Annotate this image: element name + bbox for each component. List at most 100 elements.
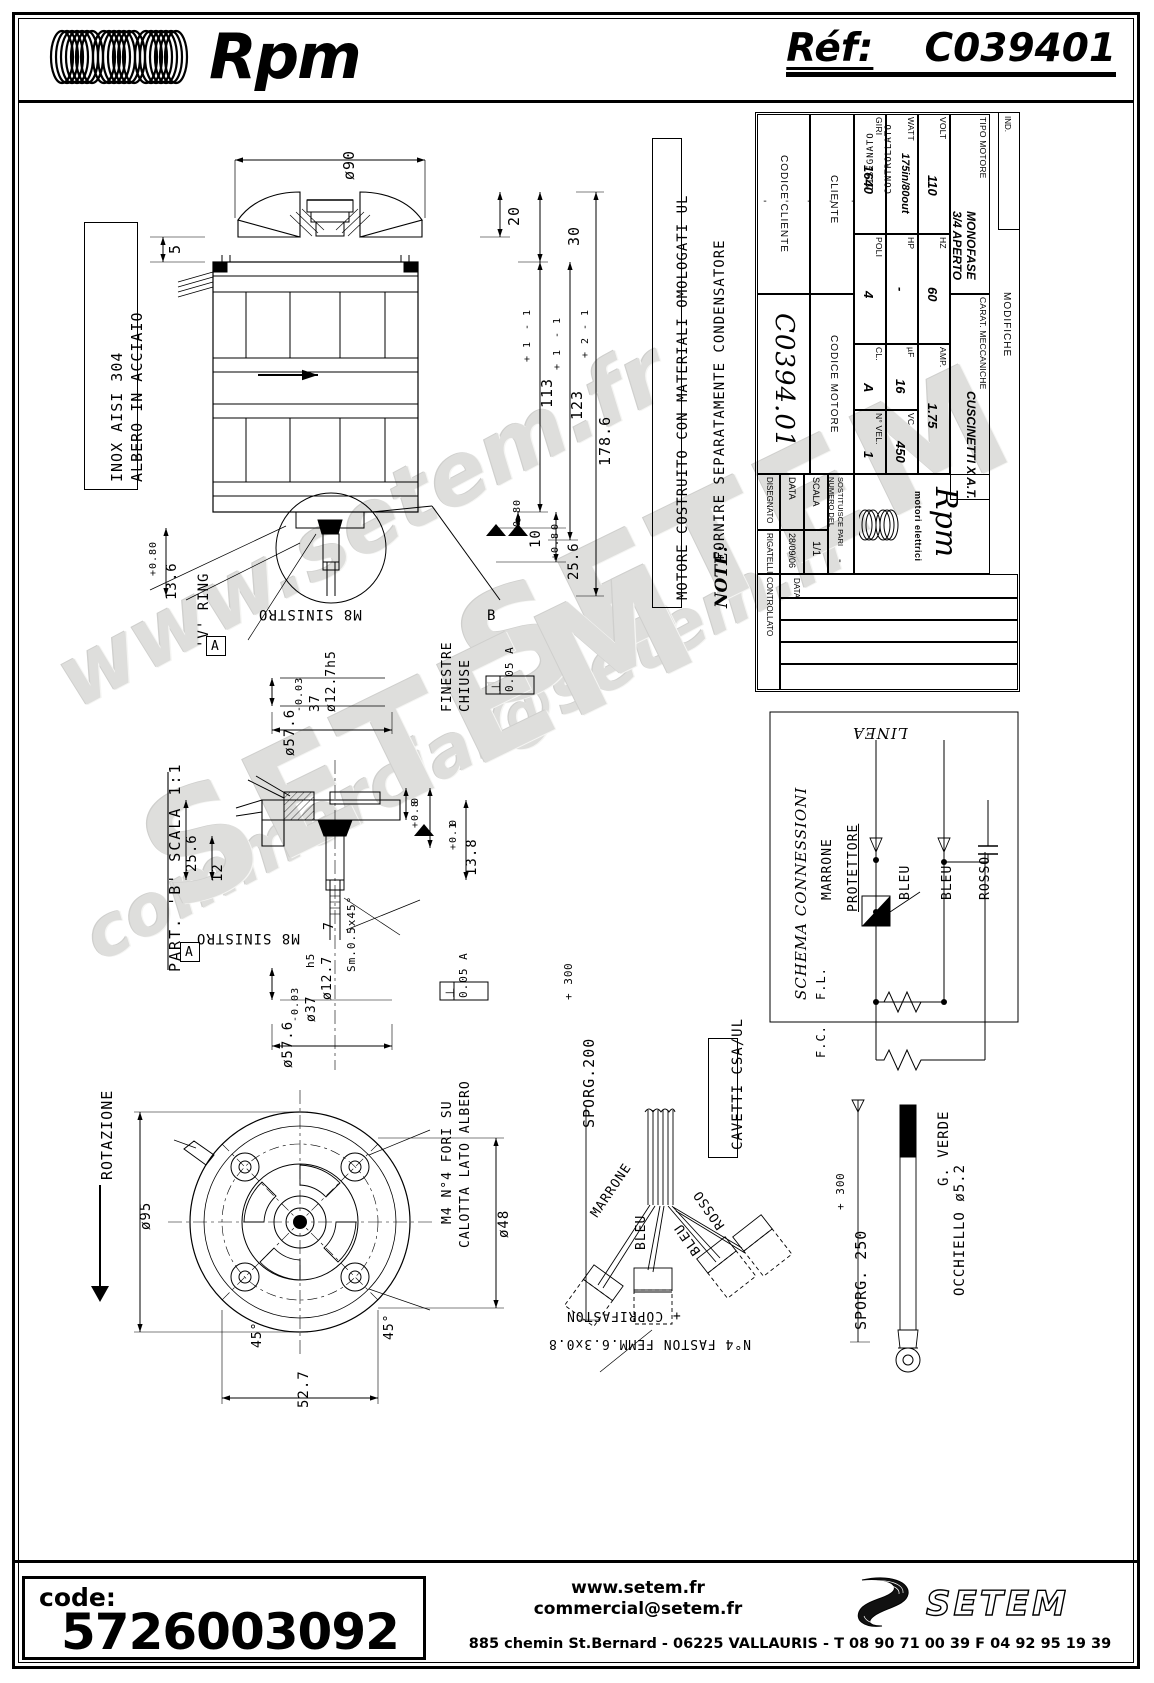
dim-37-tol: -0.03 xyxy=(294,676,305,712)
tb-logo-sub: motori elettrici xyxy=(913,491,923,562)
tb-scala-label: SCALA xyxy=(811,477,821,507)
tb-tipo-motore-value: MONOFASE 3/4 APERTO xyxy=(950,211,978,281)
part-b-dim-h5: h5 xyxy=(304,952,317,968)
dim-25-6: 25.6 xyxy=(566,542,582,580)
schema-marrone: MARRONE xyxy=(820,838,835,900)
tb-uf-label: µF xyxy=(906,347,916,358)
note-text: FORNIRE SEPARATAMENTE CONDENSATORE xyxy=(712,239,728,560)
part-b-dim-25-6: 25.6 xyxy=(184,834,200,872)
title-block: IND. MODIFICHE TIPO MOTORE MONOFASE 3/4 … xyxy=(755,112,1020,692)
cavetti-label: CAVETTI CSA/UL xyxy=(730,1017,746,1150)
tb-controllato-label: CONTROLLATO xyxy=(765,577,774,637)
tb-volt-label: VOLT xyxy=(938,117,948,140)
footer-divider xyxy=(12,1560,1140,1563)
rpm-logo-text: Rpm xyxy=(209,20,362,93)
dim-48: ø48 xyxy=(496,1209,512,1238)
holes-note-line-2: CALOTTA LATO ALBERO xyxy=(458,1080,473,1248)
schema-bleu-1: BLEU xyxy=(898,864,913,900)
drawing-frame-outer xyxy=(12,12,1140,1669)
dim-113: 113 xyxy=(538,377,556,408)
part-b-tol-top-lower: 0 xyxy=(410,796,421,804)
dim-13-6-tol-lower: 0 xyxy=(148,540,159,548)
dim-57-6: ø57.6 xyxy=(282,708,298,756)
tb-nvel-label: N° VEL. xyxy=(874,413,884,445)
dim-13-6: 13.6 xyxy=(164,562,180,600)
perpendicularity-symbol-main: ⊥ xyxy=(489,681,503,692)
setem-address: 885 chemin St.Bernard - 06225 VALLAURIS … xyxy=(468,1636,1112,1652)
header-divider xyxy=(18,100,1134,103)
reference-block: Réf: C039401 xyxy=(786,26,1116,77)
schema-bleu-2: BLEU xyxy=(940,864,955,900)
schema-protettore: PROTETTORE xyxy=(846,823,861,912)
schema-title: SCHEMA CONNESSIONI xyxy=(792,786,810,1000)
angle-45-b: 45° xyxy=(382,1313,397,1340)
sporg-250: SPORG. 250 xyxy=(852,1229,870,1330)
setem-swoosh-icon xyxy=(857,1577,909,1627)
part-b-tol-top-upper: +0.8 xyxy=(410,799,421,828)
dim-10-tol-upper: +0.8 xyxy=(512,505,523,534)
gdt-callout-main: 0.05 A xyxy=(503,646,516,692)
setem-contact: www.setem.fr commercial@setem.fr xyxy=(448,1578,828,1621)
dim-113-tol-upper: + 1 xyxy=(522,340,533,362)
tb-modifiche-label: MODIFICHE xyxy=(1001,292,1012,358)
tb-poli-value: 4 xyxy=(861,291,876,299)
rev-dash-4: - xyxy=(828,196,836,207)
part-b-dim-13-8: 13.8 xyxy=(464,838,480,876)
rev-dash-1: - xyxy=(762,196,770,207)
part-b-tol-13-8-upper: +0.1 xyxy=(448,821,459,850)
code-box: code: 5726003092 xyxy=(22,1576,426,1661)
setem-website[interactable]: www.setem.fr xyxy=(571,1578,705,1598)
datum-a-box-main xyxy=(206,636,226,656)
part-b-chamfer: Sm.0.5x45° xyxy=(345,895,358,972)
rev-dash-2: - xyxy=(784,196,792,207)
tb-cl-value: A xyxy=(861,383,876,393)
occhiello-label: OCCHIELLO ø5.2 xyxy=(952,1163,968,1296)
rev-dash-5: - xyxy=(850,196,858,207)
tb-codice-motore-value: C0394.01 xyxy=(769,313,799,449)
rotazione-label: ROTAZIONE xyxy=(98,1089,116,1180)
coil-stack-icon xyxy=(49,29,189,85)
dim-12-7h5: ø12.7h5 xyxy=(324,650,339,712)
shaft-note-line-1: ALBERO IN ACCIAIO xyxy=(128,311,146,482)
dim-178-6-tol-lower: - 1 xyxy=(580,308,591,330)
ground-wire-label: G. VERDE xyxy=(936,1110,952,1186)
dim-178-6: 178.6 xyxy=(596,415,614,466)
part-b-title: PART. 'B' SCALA 1:1 xyxy=(166,762,184,972)
sporg-250-tol-upper: + 30 xyxy=(834,1179,847,1211)
tb-controllato-col: CONTROLLATO xyxy=(884,123,894,194)
holes-note-line-1: M4 N°4 FORI SU xyxy=(440,1100,455,1224)
part-b-dim-37: ø37 xyxy=(304,995,319,1022)
part-b-dim-7: 7 xyxy=(322,921,337,930)
dim-123-tol-upper: + 1 xyxy=(552,348,563,370)
dim-123: 123 xyxy=(568,389,586,420)
dim-37: 37 xyxy=(308,694,323,712)
tb-uf-value: 16 xyxy=(893,379,908,394)
dim-20: 20 xyxy=(505,205,523,226)
setem-email[interactable]: commercial@setem.fr xyxy=(533,1599,743,1620)
faston-note: N°4 FASTON FEMM.6.3x0.8 xyxy=(548,1336,752,1351)
dim-10-tol-lower: 0 xyxy=(512,498,523,506)
tb-sostituisce-value: - xyxy=(834,559,846,563)
schema-fl: F.L. xyxy=(814,967,828,1000)
tb-hz-label: HZ xyxy=(938,237,948,249)
ref-label: Réf: xyxy=(786,26,874,71)
dim-13-6-tol-upper: +0.8 xyxy=(148,547,159,576)
part-b-dim-57-6: ø57.6 xyxy=(280,1020,296,1068)
rev-dash-3: - xyxy=(806,196,814,207)
tb-disegnato-label: DISEGNATO xyxy=(765,477,774,524)
dim-25-6-tol-upper: +0.8 xyxy=(550,531,561,560)
part-b-dim-12: 12 xyxy=(210,863,226,882)
tb-scala-value: 1/1 xyxy=(810,541,822,557)
ref-value: C039401 xyxy=(924,26,1116,71)
tb-cl-label: CL. xyxy=(874,347,884,361)
code-value: 5726003092 xyxy=(61,1603,400,1661)
tb-disegnato-value: RIGATELLI xyxy=(765,533,774,574)
dim-123-tol-lower: - 1 xyxy=(552,316,563,338)
tb-poli-label: POLI xyxy=(874,237,884,258)
ref-underline xyxy=(786,72,1116,77)
ul-note-box xyxy=(652,138,682,608)
dim-95: ø95 xyxy=(138,1201,154,1230)
tb-disegnato-col: DISEGNATO xyxy=(866,132,876,190)
